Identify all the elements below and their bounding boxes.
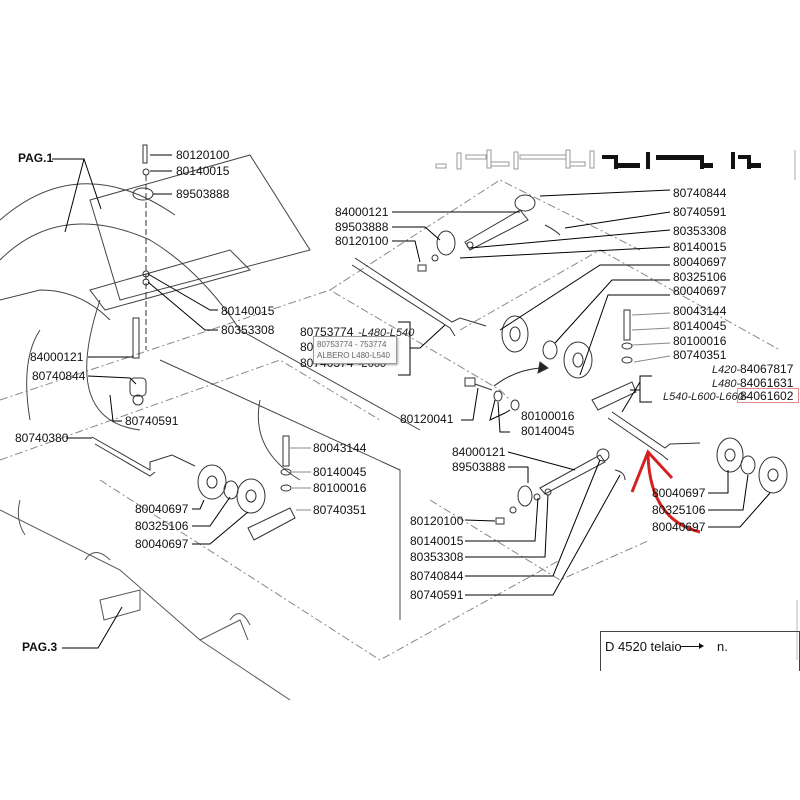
part-callout[interactable]: 80040697: [652, 486, 706, 500]
part-callout[interactable]: 80043144: [673, 304, 727, 318]
variant-label: L540-L600-L660-: [663, 391, 748, 403]
part-callout[interactable]: 84000121: [30, 350, 84, 364]
part-callout[interactable]: 80353308: [410, 550, 464, 564]
part-callout[interactable]: 80140015: [410, 534, 464, 548]
part-callout[interactable]: 89503888: [176, 187, 230, 201]
part-callout[interactable]: 80740844: [32, 369, 86, 383]
part-callout[interactable]: 80100016: [313, 481, 367, 495]
middle-bolts: [464, 377, 520, 411]
part-callout[interactable]: 80140045: [673, 319, 727, 333]
configuration-strip-selected-icon: [602, 152, 761, 169]
frame-label: D 4520 telaio: [605, 639, 682, 654]
part-callout[interactable]: 80120100: [335, 234, 389, 248]
part-callout[interactable]: 80740844: [410, 569, 464, 583]
tooltip-line-desc: ALBERO L480-L540: [317, 351, 390, 360]
part-callout[interactable]: 84000121: [452, 445, 506, 459]
part-callout[interactable]: 80753774: [300, 325, 354, 339]
part-callout[interactable]: 80740591: [125, 414, 179, 428]
part-callout[interactable]: 80325106: [673, 270, 727, 284]
frame-body: [0, 154, 421, 620]
page-ref-pag3[interactable]: PAG.3: [22, 640, 58, 654]
part-callout[interactable]: 80325106: [652, 503, 706, 517]
part-callout[interactable]: 80120041: [400, 412, 454, 426]
lower-assembly: [0, 499, 291, 701]
part-callout[interactable]: 80043144: [313, 441, 367, 455]
part-callout[interactable]: 84061631: [740, 376, 794, 390]
part-callout[interactable]: 80140015: [673, 240, 727, 254]
part-callout[interactable]: 80740591: [673, 205, 727, 219]
part-callout[interactable]: 80740351: [673, 348, 727, 362]
variant-label: L420-: [712, 364, 741, 376]
lower-mid-assembly: [495, 448, 626, 525]
part-callout[interactable]: 89503888: [335, 220, 389, 234]
upper-right-assembly: [417, 194, 561, 272]
frame-number-suffix: n.: [717, 639, 728, 654]
part-callout[interactable]: 80740591: [410, 588, 464, 602]
part-callout[interactable]: 84000121: [335, 205, 389, 219]
part-callout[interactable]: 80100016: [673, 334, 727, 348]
left-crank-shaft: [91, 436, 266, 514]
part-callout[interactable]: 80040697: [673, 255, 727, 269]
right-crank-shaft: [607, 411, 788, 494]
part-callout[interactable]: 89503888: [452, 460, 506, 474]
right-bracket: [591, 309, 637, 411]
part-callout[interactable]: 80140045: [313, 465, 367, 479]
arrow-right-icon: [680, 643, 704, 649]
page-ref-pag1[interactable]: PAG.1: [18, 151, 54, 165]
tooltip-line-code: 80753774 - 753774: [317, 340, 387, 349]
part-callout[interactable]: 80120100: [176, 148, 230, 162]
part-callout[interactable]: 80100016: [521, 409, 575, 423]
part-callout[interactable]: 80353308: [221, 323, 275, 337]
red-annotation-arrow: [630, 449, 701, 534]
center-bracket: [247, 435, 296, 541]
part-callout[interactable]: 80120100: [410, 514, 464, 528]
part-callout[interactable]: 80040697: [673, 284, 727, 298]
part-callout[interactable]: 80353308: [673, 224, 727, 238]
part-callout[interactable]: 80040697: [135, 537, 189, 551]
part-callout[interactable]: 80325106: [135, 519, 189, 533]
part-callout[interactable]: 80140015: [221, 304, 275, 318]
part-callout[interactable]: 80140015: [176, 164, 230, 178]
configuration-strip-icon: [435, 149, 595, 170]
top-left-hardware: [129, 144, 154, 406]
part-callout[interactable]: 80740380: [15, 431, 69, 445]
highlight-box: [737, 388, 799, 403]
part-callout[interactable]: 80740844: [673, 186, 727, 200]
long-shaft: [351, 257, 593, 379]
part-callout[interactable]: 80040697: [135, 502, 189, 516]
part-callout[interactable]: 80040697: [652, 520, 706, 534]
part-callout-highlighted[interactable]: 84061602: [740, 389, 794, 403]
part-callout[interactable]: 80140045: [521, 424, 575, 438]
part-callout[interactable]: 80: [300, 340, 314, 354]
part-callout[interactable]: 80740351: [313, 503, 367, 517]
part-tooltip: 80753774 - 753774 ALBERO L480-L540: [313, 336, 397, 364]
part-callout[interactable]: 84067817: [740, 362, 794, 376]
variant-label: L480-: [712, 378, 741, 390]
